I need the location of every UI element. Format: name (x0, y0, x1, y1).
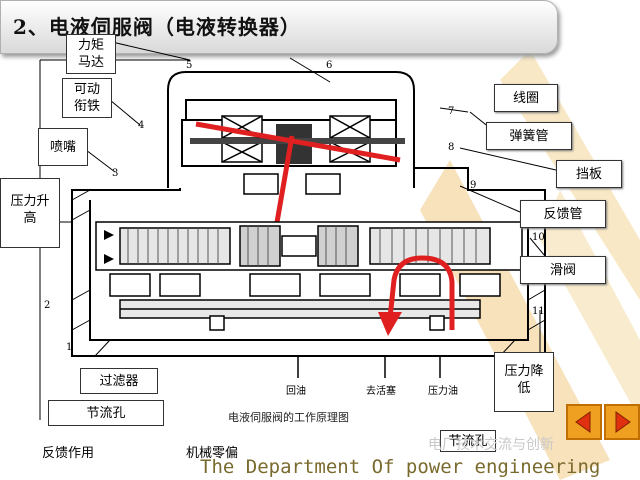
next-slide-button[interactable] (604, 404, 640, 440)
part-number: 7 (448, 106, 454, 117)
nozzle-block (243, 173, 341, 195)
label-feedback-tube: 反馈管 (520, 200, 606, 228)
red-armature-highlight (195, 121, 401, 229)
port-label-group: 回油 去活塞 压力油 (286, 384, 458, 397)
watermark-text: 电厂技术交流与创新 (428, 437, 554, 453)
part-number-labels: 5 6 4 7 3 8 9 10 2 11 1 (44, 60, 545, 353)
part-number: 9 (470, 180, 476, 191)
port-label-pressure-oil: 压力油 (428, 384, 458, 397)
part-number: 2 (44, 300, 50, 311)
spool (95, 221, 523, 271)
label-torque-motor: 力矩 马达 (66, 34, 116, 74)
label-baffle: 挡板 (556, 160, 622, 188)
label-coil: 线圈 (494, 84, 558, 112)
part-number: 6 (326, 60, 332, 71)
arrow-right-icon (615, 411, 631, 433)
port-label-to-piston: 去活塞 (366, 384, 396, 397)
page-title: 2、电液伺服阀（电液转换器） (13, 15, 301, 39)
ports-bottom (209, 315, 445, 378)
red-flow-arrowhead (378, 312, 402, 336)
red-flow-arrow (387, 255, 455, 330)
diagram-caption: 电液伺服阀的工作原理图 (228, 411, 349, 424)
inlet-arrows (104, 230, 114, 264)
port-label-return: 回油 (286, 384, 306, 397)
label-armature: 可动 衔铁 (62, 78, 112, 118)
label-nozzle: 喷嘴 (38, 128, 88, 166)
arrow-left-icon (575, 411, 591, 433)
mechanical-zero-text: 机械零偏 (186, 446, 239, 461)
body-hatching (71, 189, 546, 357)
part-number: 4 (138, 120, 144, 131)
label-orifice-left: 节流孔 (48, 400, 164, 426)
label-filter: 过滤器 (80, 368, 158, 394)
part-number: 11 (532, 306, 545, 317)
part-number: 3 (112, 168, 118, 179)
part-number: 1 (66, 342, 72, 353)
feedback-action-text: 反馈作用 (42, 446, 95, 461)
label-pressure-drop: 压力降 低 (494, 352, 554, 412)
label-orifice-right: 节流孔 (440, 430, 496, 452)
port-blocks (109, 273, 501, 297)
part-number: 8 (448, 142, 454, 153)
footer-text: The Department Of power engineering (200, 456, 601, 478)
label-spool: 滑阀 (520, 256, 606, 284)
label-spring-tube: 弹簧管 (486, 122, 572, 150)
prev-slide-button[interactable] (566, 404, 602, 440)
spool-hatching (127, 226, 477, 266)
part-number: 5 (186, 60, 192, 71)
filter-bar (119, 299, 481, 319)
part-number: 10 (532, 232, 545, 243)
label-pressure-rise: 压力升 高 (0, 178, 60, 248)
